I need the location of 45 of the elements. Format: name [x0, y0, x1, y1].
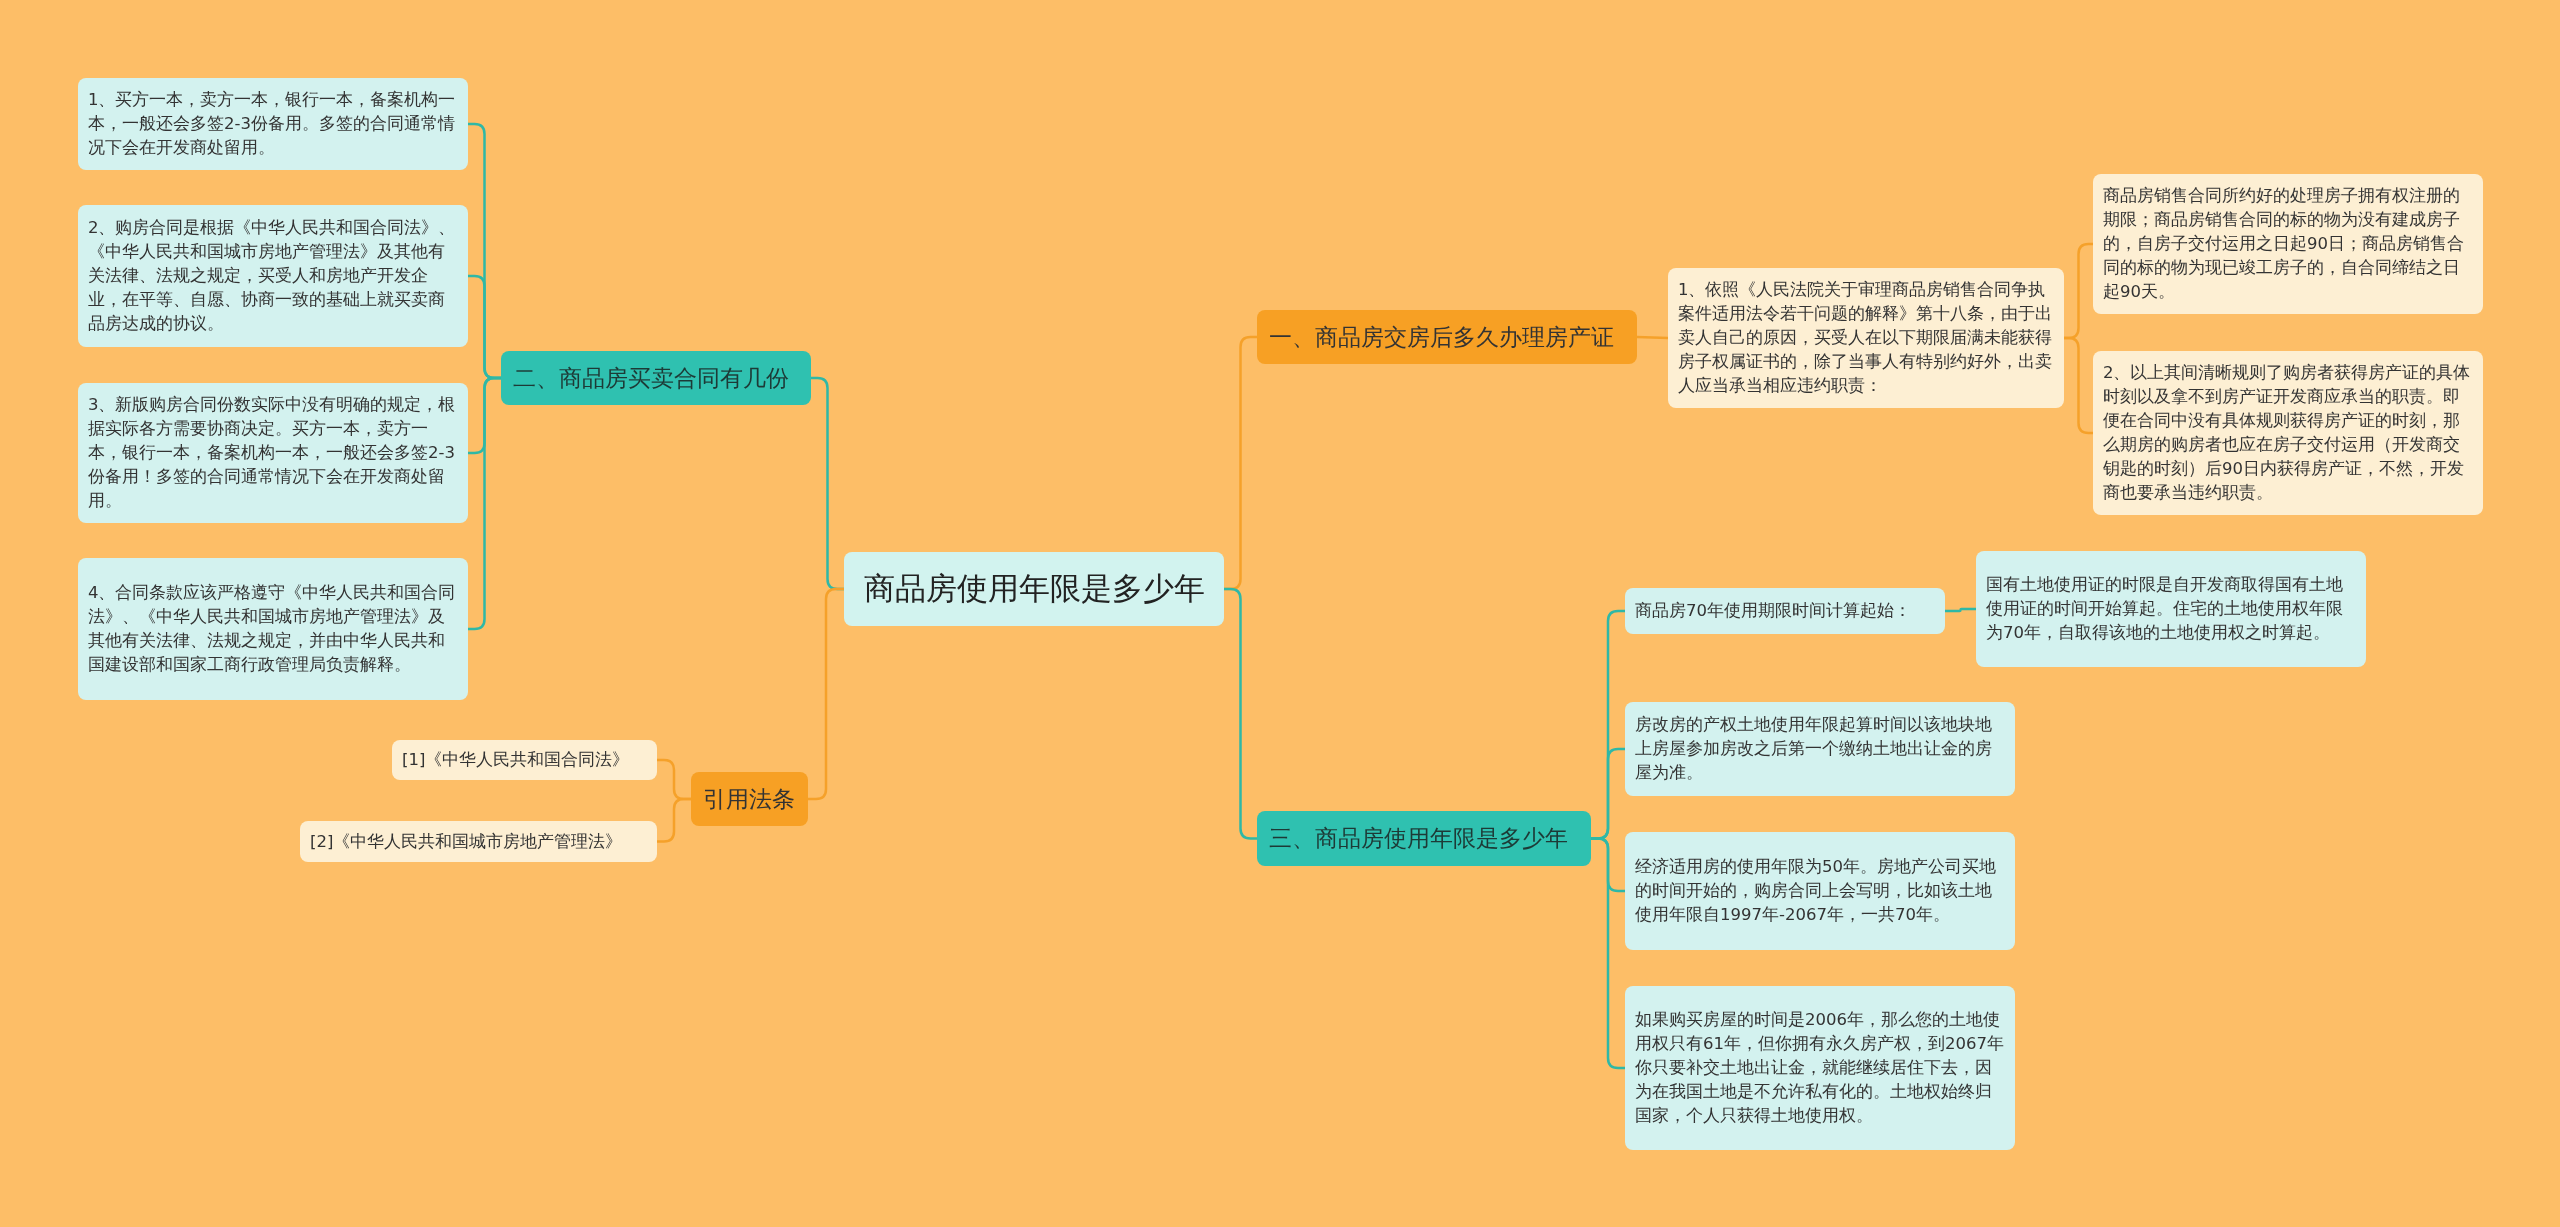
connector-line: [1224, 587, 1257, 840]
connector-line: [808, 587, 844, 801]
note-box: [1625, 986, 2015, 1150]
note-box: [392, 740, 657, 780]
note-box: [78, 205, 468, 347]
topic-text: 如果购买房屋的时间是2006年，那么您的土地使用权只有61年，但你拥有永久房产权，到2067年你只要补交土地出让金，就能继续居住下去，因为在我国土地是不允许私有化的。土地权始终归国家，个人只获得土地使用权。: [1635, 1009, 2005, 1127]
branch-topic-box: [691, 772, 808, 826]
note-box: [1625, 588, 1945, 634]
topic-text: 三、商品房使用年限是多少年: [1269, 824, 1568, 853]
topic-text: [2]《中华人民共和国城市房地产管理法》: [310, 830, 623, 853]
topic-text: 商品房销售合同所约好的处理房子拥有权注册的期限；商品房销售合同的标的物为没有建成房子的，自房子交付运用之日起90日；商品房销售合同的标的物为现已竣工房子的，自合同缔结之日起90天。: [2103, 185, 2465, 303]
connector-line: [1945, 607, 1976, 613]
topic-text: 商品房70年使用期限时间计算起始：: [1635, 600, 1911, 623]
connector-line: [657, 797, 691, 843]
note-box: [78, 383, 468, 523]
note-box: [300, 821, 657, 862]
connector-line: [1636, 335, 1669, 340]
topic-text: 国有土地使用证的时限是自开发商取得国有土地使用证的时间开始算起。住宅的土地使用权年限为70年，自取得该地的土地使用权之时算起。: [1986, 574, 2344, 644]
branch-topic-box: [1257, 310, 1637, 364]
note-box: [78, 78, 468, 170]
note-box: [1668, 268, 2064, 408]
note-box: [1625, 702, 2015, 796]
connector-line: [468, 376, 501, 631]
note-box: [2093, 174, 2483, 314]
topic-text: 经济适用房的使用年限为50年。房地产公司买地的时间开始的，购房合同上会写明，比如该土地使用年限自1997年-2067年，一共70年。: [1635, 856, 1997, 926]
topic-text: 一、商品房交房后多久办理房产证: [1269, 322, 1614, 352]
central-topic-box: [844, 552, 1224, 626]
topic-text: 1、买方一本，卖方一本，银行一本，备案机构一本，一般还会多签2-3份备用。多签的合同通常情况下会在开发商处留用。: [88, 89, 457, 159]
topic-text: 引用法条: [703, 784, 795, 814]
note-box: [78, 558, 468, 700]
topic-text: 2、以上其间清晰规则了购房者获得房产证的具体时刻以及拿不到房产证开发商应承当的职责。即便在合同中没有具体规则获得房产证的时刻，那么期房的购房者也应在房子交付运用（开发商交钥匙的时刻）后90日内获得房产证，不然，开发商也要承当违约职责。: [2103, 362, 2472, 504]
topic-text: 4、合同条款应该严格遵守《中华人民共和国合同法》、《中华人民共和国城市房地产管理法》及其他有关法律、法规之规定，并由中华人民共和国建设部和国家工商行政管理局负责解释。: [88, 582, 457, 676]
connector-line: [2064, 336, 2093, 435]
topic-text: [1]《中华人民共和国合同法》: [402, 749, 630, 772]
topic-text: 1、依照《人民法院关于审理商品房销售合同争执案件适用法令若干问题的解释》第十八条，由于出卖人自己的原因，买受人在以下期限届满未能获得房子权属证书的，除了当事人有特别约好外，出卖人应当承当相应违约职责：: [1678, 279, 2053, 397]
branch-topic-box: [1257, 811, 1591, 866]
topic-text: 2、购房合同是根据《中华人民共和国合同法》、《中华人民共和国城市房地产管理法》及其他有关法律、法规之规定，买受人和房地产开发企业，在平等、自愿、协商一致的基础上就买卖商品房达成的协议。: [88, 217, 457, 335]
note-box: [1976, 551, 2366, 667]
topic-text: 商品房使用年限是多少年: [863, 569, 1205, 608]
note-box: [2093, 351, 2483, 515]
topic-text: 3、新版购房合同份数实际中没有明确的规定，根据实际各方需要协商决定。买方一本，卖方一本，银行一本，备案机构一本，一般还会多签2-3份备用！多签的合同通常情况下会在开发商处留用。: [88, 394, 457, 512]
branch-topic-box: [501, 351, 811, 405]
topic-text: 二、商品房买卖合同有几份: [513, 363, 789, 393]
topic-text: 房改房的产权土地使用年限起算时间以该地块地上房屋参加房改之后第一个缴纳土地出让金的房屋为准。: [1635, 714, 1993, 784]
note-box: [1625, 832, 2015, 950]
